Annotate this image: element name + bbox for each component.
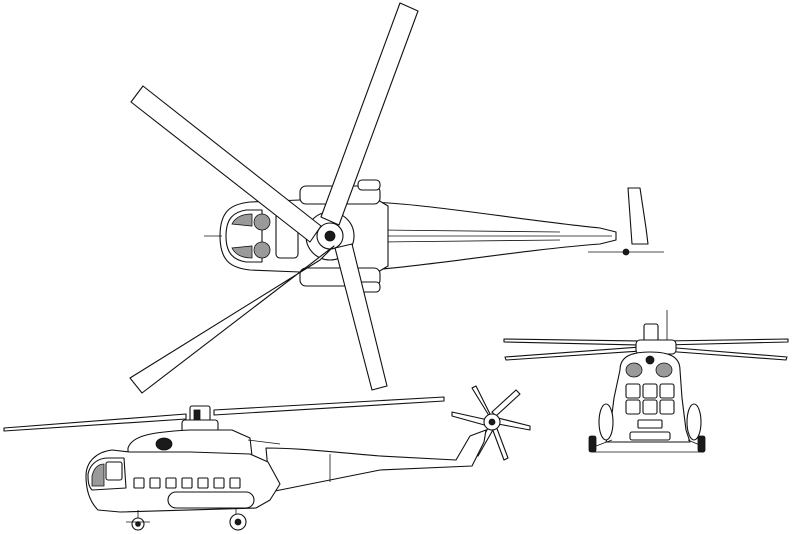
top-view-main-rotor-blades — [129, 2, 419, 394]
top-view-rotor-blade — [320, 2, 419, 226]
top-view-tail-fin — [627, 187, 649, 245]
side-view-rotor-blade-front — [3, 413, 187, 432]
side-view-landing-gear — [126, 508, 247, 531]
front-view-cockpit-windows — [625, 383, 675, 415]
side-view — [3, 385, 531, 531]
front-view-rotor-blade-right — [663, 338, 789, 346]
side-view-cabin-windows — [133, 477, 241, 489]
side-view-tail-rotor — [451, 385, 531, 461]
side-view-rotor-blade-rear — [213, 396, 445, 416]
top-view-rotor-blade — [130, 85, 322, 243]
front-view-rotor-blade-left — [503, 338, 641, 346]
top-view-rotor-blade — [129, 245, 335, 394]
front-view — [503, 310, 789, 453]
top-view-rotor-blade — [334, 243, 388, 391]
side-view-tail-boom — [265, 429, 487, 493]
top-view — [129, 2, 664, 394]
front-view-landing-gear — [588, 435, 706, 453]
